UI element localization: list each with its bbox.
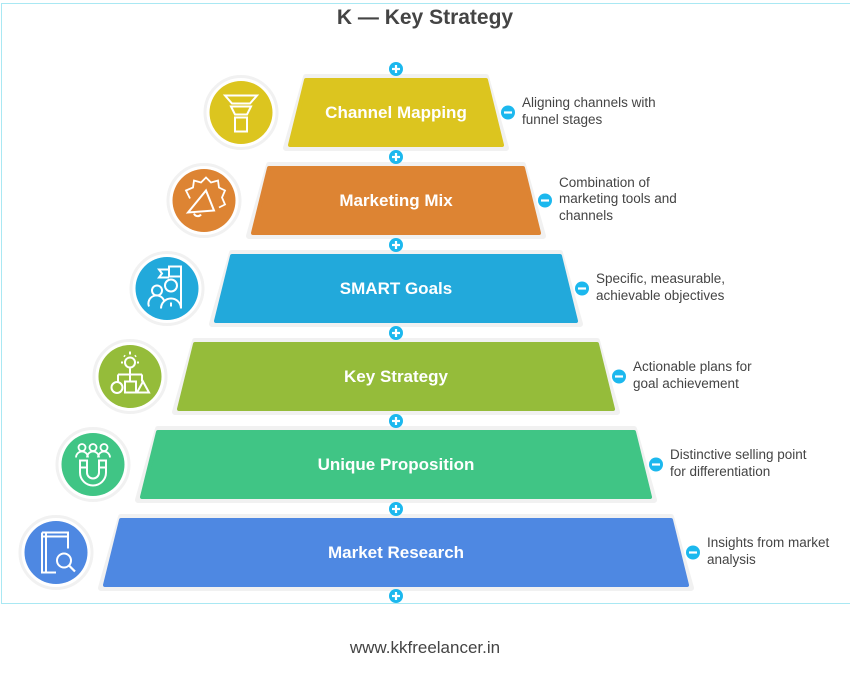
- layer-label: Channel Mapping: [325, 102, 467, 122]
- description-line: Insights from market: [707, 535, 830, 550]
- description-line: Actionable plans for: [633, 359, 752, 374]
- description-line: channels: [559, 207, 614, 223]
- collapse-toggle[interactable]: [538, 193, 552, 208]
- add-level-toggle[interactable]: [389, 589, 403, 603]
- team-goal-flag-icon: [129, 251, 205, 326]
- collapse-toggle[interactable]: [612, 369, 626, 384]
- funnel-icon: [203, 75, 279, 150]
- pyramid-level-1[interactable]: [283, 74, 509, 151]
- description-line: Aligning channels with: [522, 95, 656, 110]
- pyramid-level-4[interactable]: [172, 338, 620, 415]
- add-level-toggle[interactable]: [389, 502, 403, 516]
- description-line: Specific, measurable,: [596, 271, 726, 286]
- diagram-frame: [1, 3, 850, 604]
- page-title: K — Key Strategy: [336, 6, 514, 29]
- collapse-toggle[interactable]: [501, 105, 515, 120]
- pyramid-level-5[interactable]: [135, 426, 657, 503]
- footer-url[interactable]: www.kkfreelancer.in: [349, 638, 501, 657]
- layer-label: Market Research: [327, 542, 465, 562]
- add-level-toggle[interactable]: [389, 150, 403, 164]
- pyramid-layer-shape[interactable]: [288, 78, 504, 147]
- pyramid-layer-shape[interactable]: [140, 430, 652, 499]
- pyramid-layer-shape[interactable]: [214, 254, 578, 323]
- layer-label: Key Strategy: [344, 366, 448, 386]
- add-level-toggle[interactable]: [389, 326, 403, 340]
- collapse-toggle[interactable]: [686, 545, 700, 560]
- add-level-toggle[interactable]: [389, 62, 403, 76]
- description-line: achievable objectives: [596, 287, 725, 303]
- description-line: funnel stages: [522, 111, 603, 127]
- pyramid-level-6[interactable]: [98, 514, 694, 591]
- pyramid-level-3[interactable]: [209, 250, 583, 327]
- pyramid-layer-shape[interactable]: [251, 166, 541, 235]
- book-search-icon: [18, 515, 94, 590]
- description-line: goal achievement: [633, 375, 739, 391]
- collapse-toggle[interactable]: [649, 457, 663, 472]
- add-level-toggle[interactable]: [389, 238, 403, 252]
- add-level-toggle[interactable]: [389, 414, 403, 428]
- description-line: for differentiation: [670, 463, 771, 479]
- idea-strategy-icon: [92, 339, 168, 414]
- magnet-people-icon: [55, 427, 131, 502]
- description-line: analysis: [707, 551, 756, 567]
- pyramid-level-2[interactable]: [246, 162, 546, 239]
- description-line: Distinctive selling point: [670, 447, 807, 462]
- description-line: Combination of: [559, 174, 650, 190]
- pyramid-layer-shape[interactable]: [103, 518, 689, 587]
- layer-label: SMART Goals: [339, 278, 453, 298]
- pyramid-layer-shape[interactable]: [177, 342, 615, 411]
- description-line: marketing tools and: [559, 191, 677, 207]
- layer-label: Marketing Mix: [339, 190, 453, 210]
- layer-label: Unique Proposition: [317, 454, 475, 474]
- megaphone-icon: [166, 163, 242, 238]
- layer-description: Specific, measurable,achievable objectiv…: [596, 271, 725, 304]
- collapse-toggle[interactable]: [575, 281, 589, 296]
